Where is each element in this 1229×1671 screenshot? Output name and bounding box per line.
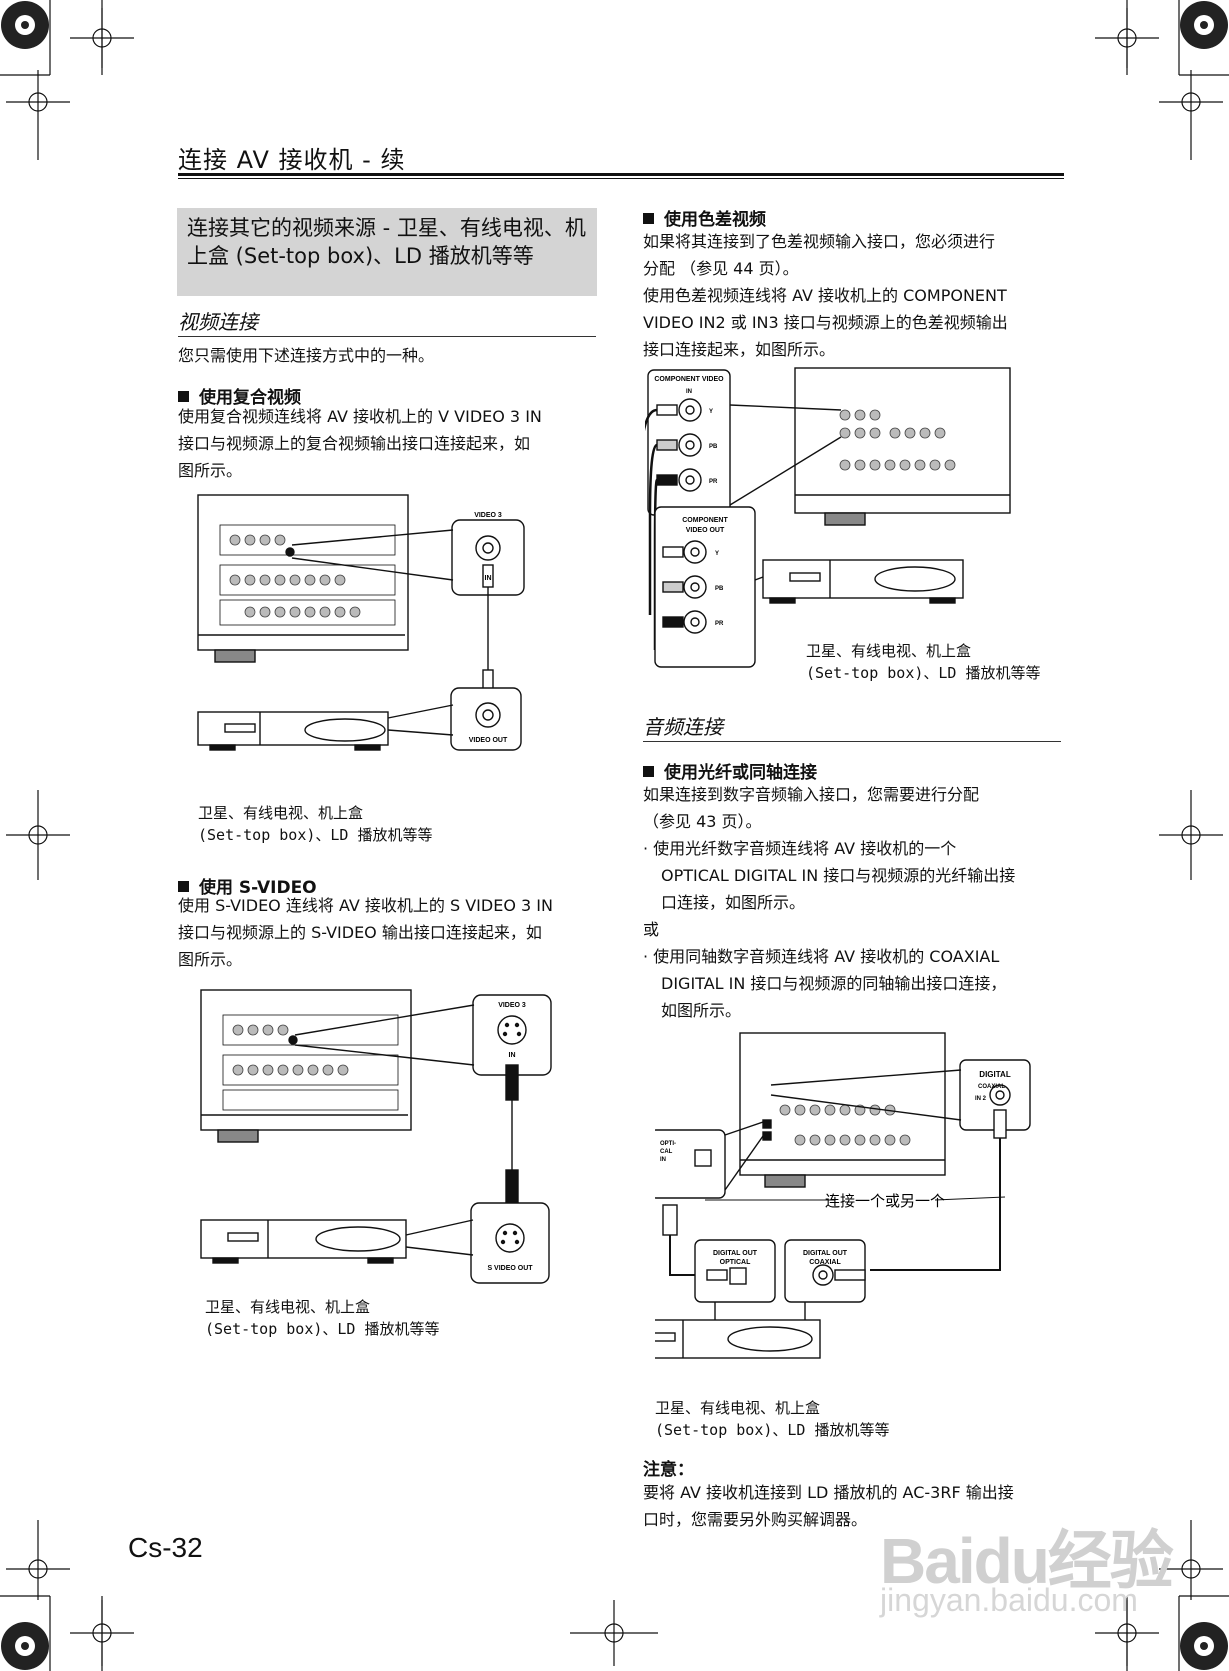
note-heading: 注意：: [643, 1460, 694, 1480]
label-component-video: COMPONENT VIDEO: [654, 376, 724, 383]
label-in: IN: [485, 575, 492, 582]
label-y: Y: [709, 409, 713, 415]
title-rule: [178, 173, 1064, 176]
composite-video-diagram: VIDEO 3 IN VIDEO OUT: [195, 490, 555, 845]
label-coaxial: COAXIAL: [978, 1084, 1005, 1090]
label-s-video-out: S VIDEO OUT: [487, 1265, 533, 1272]
registration-target-icon: [6, 8, 1223, 1666]
note-text: 要将 AV 接收机连接到 LD 播放机的 AC-3RF 输出接 口时，您需要另外…: [643, 1483, 1014, 1529]
label-optical-3: IN: [660, 1157, 666, 1163]
label-optical-1: OPTI-: [660, 1141, 676, 1147]
svideo-diagram: VIDEO 3 IN S VIDEO OUT: [198, 985, 563, 1295]
audio-caption: 卫星、有线电视、机上盒 (Set-top box)、LD 播放机等等: [655, 1399, 890, 1439]
square-bullet-icon: [178, 881, 189, 892]
video-heading-rule: [178, 336, 596, 337]
video-intro-text: 您只需使用下述连接方式中的一种。: [178, 346, 435, 365]
label-pb: PB: [709, 444, 718, 450]
composite-caption: 卫星、有线电视、机上盒 (Set-top box)、LD 播放机等等: [198, 804, 433, 844]
title-rule-thin: [178, 178, 1064, 179]
composite-text: 使用复合视频连线将 AV 接收机上的 V VIDEO 3 IN 接口与视频源上的…: [178, 407, 542, 480]
watermark-url: jingyan.baidu.com: [880, 1582, 1138, 1618]
label-in2: IN 2: [975, 1096, 987, 1102]
composite-heading: 使用复合视频: [178, 383, 301, 408]
label-pb-out: PB: [715, 586, 724, 592]
label-video-out: VIDEO OUT: [469, 737, 508, 744]
label-pr-out: PR: [715, 621, 724, 627]
component-video-diagram: COMPONENT VIDEO IN Y PB PR COMPONENT VID…: [645, 365, 1015, 690]
page-title: 连接 AV 接收机 - 续: [178, 146, 406, 174]
optical-coax-heading: 使用光纤或同轴连接: [643, 758, 817, 783]
watermark-logo: Baidu经验: [880, 1525, 1174, 1597]
label-y-out: Y: [715, 551, 719, 557]
section-heading-box: 连接其它的视频来源 - 卫星、有线电视、机上盒 (Set-top box)、LD…: [177, 208, 597, 296]
svideo-text: 使用 S-VIDEO 连线将 AV 接收机上的 S VIDEO 3 IN 接口与…: [178, 896, 553, 969]
label-in: IN: [509, 1052, 516, 1059]
label-connect-one: 连接一个或另一个: [825, 1192, 945, 1210]
label-out-coax-1: DIGITAL OUT: [803, 1250, 848, 1257]
video-connection-heading: 视频连接: [178, 310, 258, 334]
label-out-optical-2: OPTICAL: [720, 1259, 751, 1266]
square-bullet-icon: [643, 213, 654, 224]
label-in: IN: [686, 389, 692, 395]
digital-audio-diagram: DIGITAL COAXIAL IN 2 OPTI- CAL IN 连接一个或另…: [655, 1030, 1040, 1395]
label-out-optical-1: DIGITAL OUT: [713, 1250, 758, 1257]
label-out-coax-2: COAXIAL: [809, 1259, 841, 1266]
square-bullet-icon: [643, 766, 654, 777]
audio-heading-rule: [643, 741, 1061, 742]
component-text: 如果将其连接到了色差视频输入接口，您必须进行 分配 （参见 44 页）。 使用色…: [643, 232, 1008, 359]
audio-connection-heading: 音频连接: [643, 715, 723, 739]
square-bullet-icon: [178, 391, 189, 402]
label-video3: VIDEO 3: [498, 1002, 526, 1009]
page-number: Cs-32: [128, 1532, 203, 1563]
label-pr: PR: [709, 479, 718, 485]
audio-text: 如果连接到数字音频输入接口，您需要进行分配 （参见 43 页）。 · 使用光纤数…: [643, 785, 1016, 1020]
label-optical-2: CAL: [660, 1149, 673, 1155]
component-caption: 卫星、有线电视、机上盒 (Set-top box)、LD 播放机等等: [806, 642, 1041, 682]
svideo-caption: 卫星、有线电视、机上盒 (Set-top box)、LD 播放机等等: [205, 1298, 440, 1338]
label-component-out: COMPONENT: [682, 517, 728, 524]
label-video-out: VIDEO OUT: [686, 527, 725, 534]
label-digital: DIGITAL: [979, 1070, 1011, 1079]
component-heading: 使用色差视频: [643, 205, 766, 230]
label-video3: VIDEO 3: [474, 512, 502, 519]
svideo-heading: 使用 S-VIDEO: [178, 873, 317, 898]
